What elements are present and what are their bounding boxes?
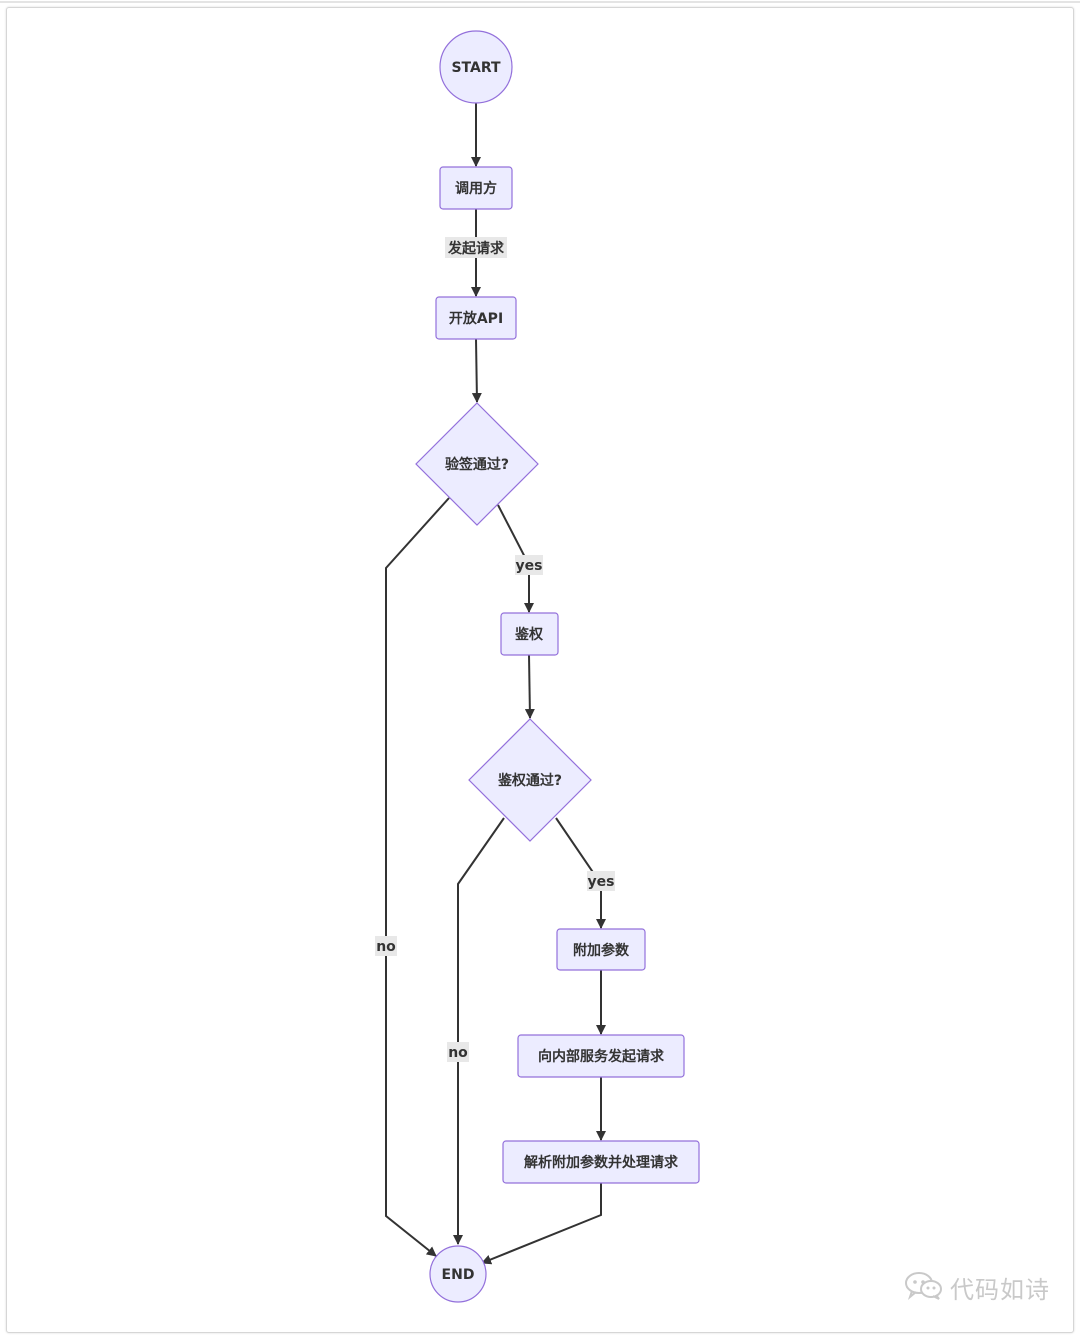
edge-authcheck-no — [453, 817, 505, 1245]
edge-label-caller-to-api: 发起请求 — [445, 237, 507, 258]
node-caller-label: 调用方 — [455, 180, 497, 197]
node-auth-check: 鉴权通过? — [468, 718, 592, 842]
node-open-api-label: 开放API — [449, 310, 503, 327]
edge-label-auth-no: no — [447, 1042, 469, 1062]
node-parse-process-label: 解析附加参数并处理请求 — [524, 1154, 679, 1171]
wechat-icon — [904, 1271, 944, 1305]
node-end: END — [429, 1245, 487, 1303]
node-auth-label: 鉴权 — [514, 626, 544, 643]
node-auth: 鉴权 — [500, 612, 559, 656]
node-request-internal-label: 向内部服务发起请求 — [538, 1048, 665, 1065]
edge-label-text: no — [376, 939, 396, 955]
watermark: 代码如诗 — [904, 1270, 1050, 1305]
node-start-label: START — [451, 60, 501, 76]
node-open-api: 开放API — [435, 296, 517, 340]
node-sign-check: 验签通过? — [415, 402, 539, 526]
edge-parse-to-end — [481, 1183, 602, 1265]
edge-label-text: 发起请求 — [447, 240, 505, 257]
edges — [385, 103, 606, 1265]
node-request-internal: 向内部服务发起请求 — [517, 1034, 685, 1078]
node-sign-check-label: 验签通过? — [445, 456, 509, 473]
node-parse-process: 解析附加参数并处理请求 — [502, 1140, 700, 1184]
edge-label-text: yes — [516, 558, 543, 574]
edge-signcheck-no — [385, 497, 450, 1257]
node-end-label: END — [442, 1267, 475, 1283]
watermark-text: 代码如诗 — [950, 1276, 1050, 1304]
node-start: START — [439, 30, 513, 104]
edge-openapi-to-signcheck — [471, 338, 482, 403]
node-attach-params: 附加参数 — [556, 928, 646, 971]
edge-auth-to-authcheck — [524, 654, 535, 719]
edge-label-sign-no: no — [375, 936, 397, 956]
node-caller: 调用方 — [439, 166, 513, 210]
node-attach-params-label: 附加参数 — [573, 942, 630, 959]
edge-label-text: yes — [588, 874, 615, 890]
node-auth-check-label: 鉴权通过? — [497, 772, 562, 789]
edge-label-text: no — [448, 1045, 468, 1061]
edge-label-auth-yes: yes — [587, 871, 615, 891]
edge-label-sign-yes: yes — [515, 555, 543, 575]
diagram-frame — [6, 7, 1074, 1333]
top-border-line — [0, 1, 1080, 3]
